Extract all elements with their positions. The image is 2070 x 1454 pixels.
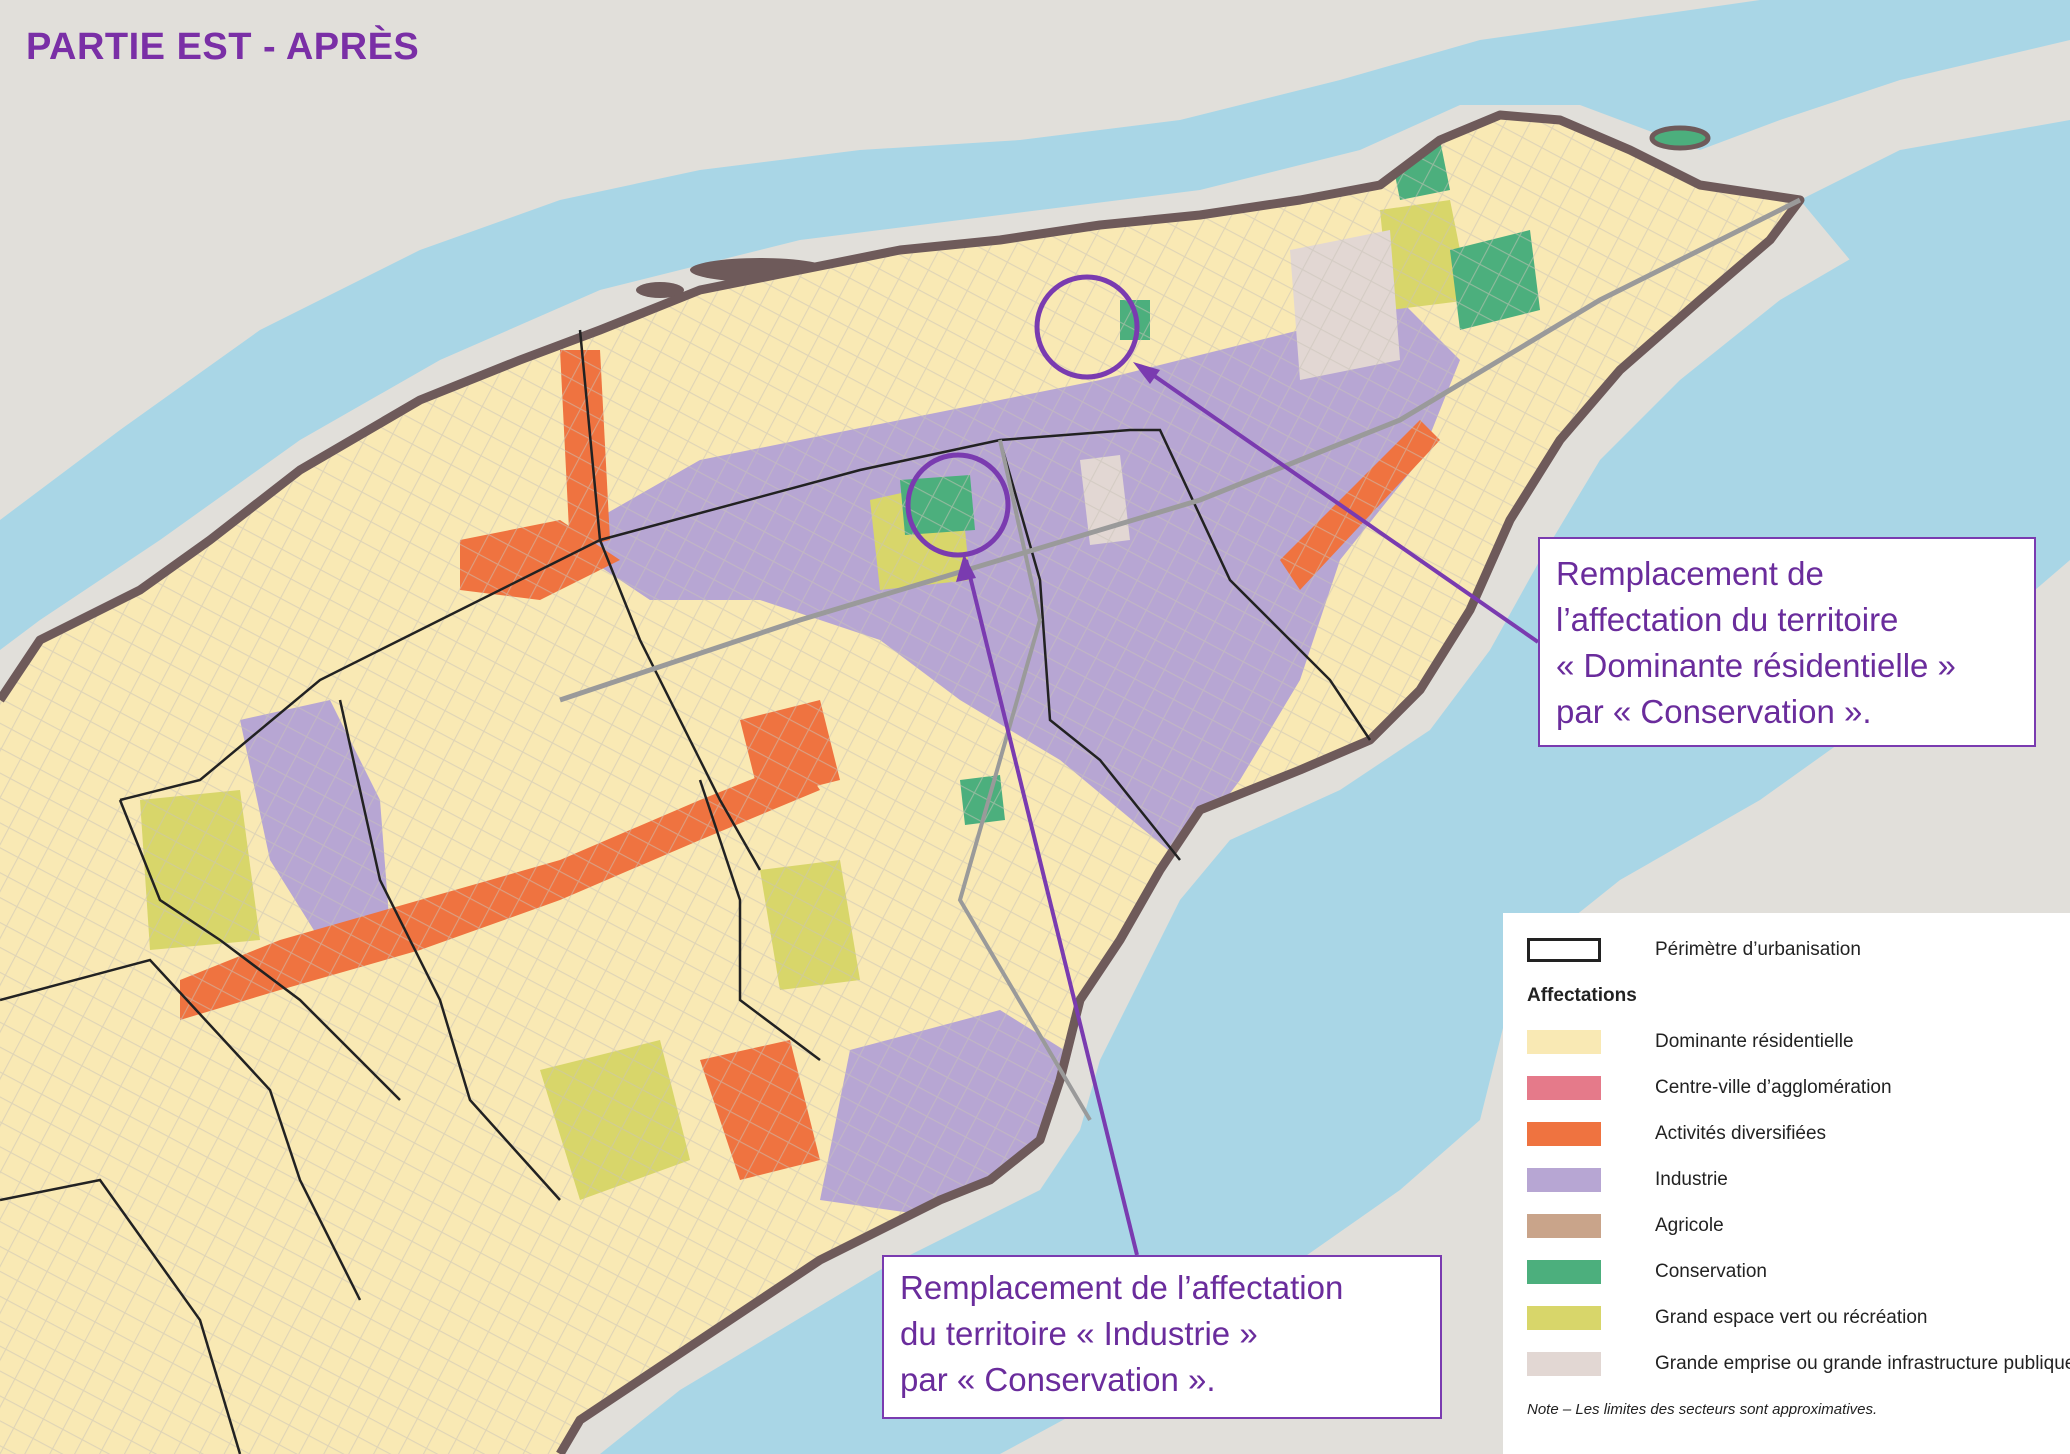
callout-industry-to-conservation: Remplacement de l’affectation du territo… [882,1255,1442,1419]
legend-item: Activités diversifiées [1527,1121,1826,1147]
island-shoreline [0,110,1805,1454]
legend-swatch [1527,1306,1601,1330]
highlight-circle-middle [905,452,1011,558]
callout-line: Remplacement de l’affectation [900,1269,1344,1306]
arrowhead-bottom [956,554,976,582]
callout-line: du territoire « Industrie » [900,1315,1258,1352]
legend-item: Grand espace vert ou récréation [1527,1305,1928,1331]
legend-heading: Affectations [1527,985,1637,1006]
legend-item-label: Activités diversifiées [1655,1123,1827,1144]
legend-item: Dominante résidentielle [1527,1029,1854,1055]
legend-swatch [1527,1168,1601,1192]
legend-perimeter-label: Périmètre d’urbanisation [1655,939,1861,960]
river-east [1800,120,2070,260]
islet [636,282,684,298]
legend-item-label: Industrie [1655,1169,1728,1190]
perimeter-swatch [1527,938,1601,962]
map-legend: Périmètre d’urbanisation Affectations Do… [1503,913,2070,1454]
leader-line-top [1138,364,1540,644]
highway [957,439,1092,1122]
legend-item: Agricole [1527,1213,1724,1239]
leader-line-bottom [964,559,1139,1256]
legend-item-label: Conservation [1655,1261,1767,1282]
legend-item: Grande emprise ou grande infrastructure … [1527,1351,2070,1377]
legend-swatch [1527,1076,1601,1100]
legend-item: Centre-ville d’agglomération [1527,1075,1892,1101]
legend-item-label: Agricole [1655,1215,1724,1236]
sector-boundaries [0,329,1372,1454]
river-south [600,180,2070,1454]
callout-line: « Dominante résidentielle » [1556,647,1956,684]
highway [559,197,1802,703]
legend-item: Industrie [1527,1167,1728,1193]
highlight-circle-top [1034,274,1140,380]
legend-item: Conservation [1527,1259,1767,1285]
legend-perimeter: Périmètre d’urbanisation [1527,937,1861,963]
legend-swatch [1527,1214,1601,1238]
callout-line: Remplacement de [1556,555,1824,592]
map-title: PARTIE EST - APRÈS [26,26,420,68]
legend-item-label: Grande emprise ou grande infrastructure … [1655,1353,2070,1374]
callout-line: par « Conservation ». [900,1361,1216,1398]
legend-swatch [1527,1260,1601,1284]
legend-item-label: Centre-ville d’agglomération [1655,1077,1892,1098]
legend-item-label: Dominante résidentielle [1655,1031,1854,1052]
callout-line: l’affectation du territoire [1556,601,1899,638]
legend-swatch [1527,1352,1601,1376]
river-north [0,0,2070,650]
legend-swatch [1527,1122,1601,1146]
islet [1649,125,1711,151]
arrowhead-top [1133,362,1160,384]
callout-line: par « Conservation ». [1556,693,1872,730]
legend-item-label: Grand espace vert ou récréation [1655,1307,1928,1328]
callout-residential-to-conservation: Remplacement de l’affectation du territo… [1538,537,2036,747]
legend-note: Note – Les limites des secteurs sont app… [1527,1401,1878,1418]
legend-swatch [1527,1030,1601,1054]
